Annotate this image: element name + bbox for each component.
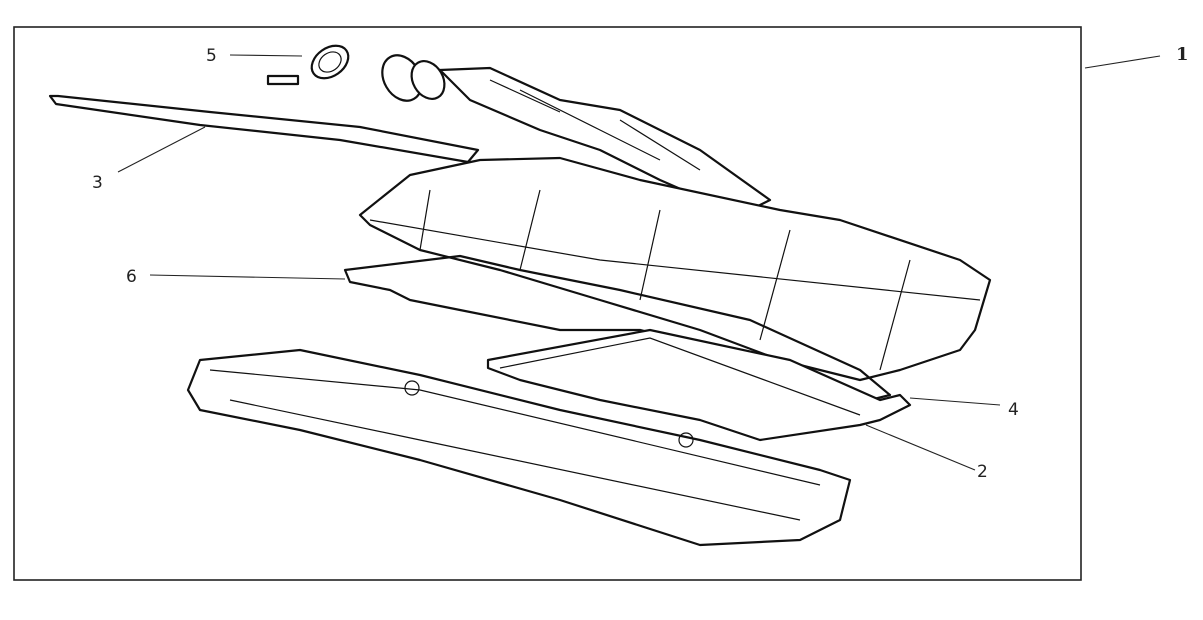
- assembly-frame: [13, 26, 1082, 581]
- leader-4: [909, 397, 1001, 406]
- callout-4: 4: [1008, 400, 1019, 420]
- callout-3: 3: [92, 173, 103, 193]
- leader-1: [1084, 55, 1161, 69]
- leader-6: [149, 274, 346, 280]
- hose-clamp[interactable]: [266, 39, 354, 86]
- leader-3: [117, 126, 206, 173]
- drain-hose[interactable]: [48, 94, 480, 164]
- leader-5: [229, 54, 303, 57]
- filter-element[interactable]: [486, 328, 912, 442]
- callout-2: 2: [977, 462, 988, 482]
- callout-1: 1: [1176, 44, 1189, 65]
- callout-6: 6: [126, 267, 137, 287]
- airbox-housing[interactable]: [358, 156, 992, 382]
- callout-5: 5: [206, 46, 217, 66]
- lower-cover[interactable]: [186, 348, 852, 547]
- leader-2: [865, 424, 976, 471]
